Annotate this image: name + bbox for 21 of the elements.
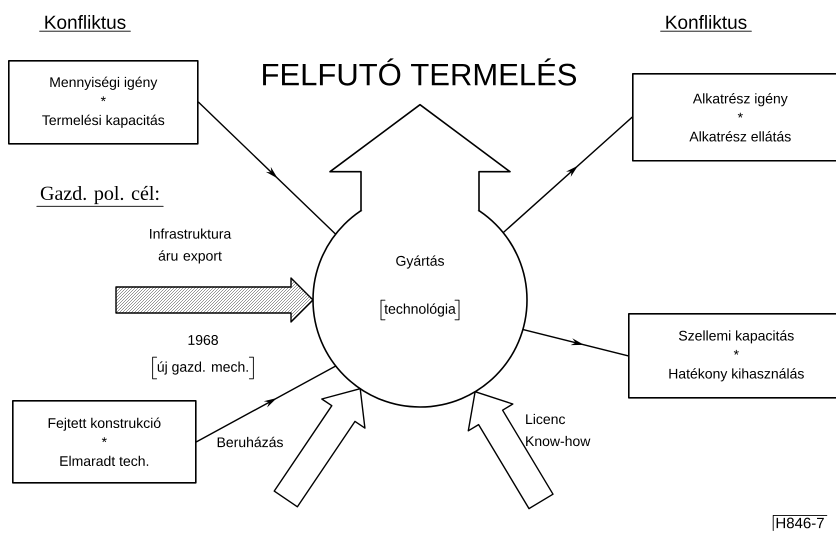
heading: Konfliktus xyxy=(39,15,131,32)
figure-code: H846-7 xyxy=(772,515,828,531)
block-arrow xyxy=(274,388,366,508)
edge-label: Licenc Know-how xyxy=(526,414,590,446)
heading: Gazd. pol. cél: xyxy=(36,186,164,207)
text-box: Alkatrész igény * Alkatrész ellátás xyxy=(632,73,836,162)
text-box: Mennyiségi igény * Termelési kapacitás xyxy=(8,60,199,145)
title: FELFUTÓ TERMELÉS xyxy=(263,58,576,86)
text-box: Fejtett konstrukció * Elmaradt tech. xyxy=(12,400,197,484)
arrow xyxy=(503,116,633,233)
arrow xyxy=(198,102,336,234)
edge-label: Beruházás xyxy=(218,436,283,448)
label: 1968 xyxy=(188,335,218,345)
text-box: Szellemi kapacitás * Hatékony kihasználás xyxy=(628,313,836,399)
block-arrow xyxy=(468,391,554,510)
arrow xyxy=(196,366,336,442)
heading: Konfliktus xyxy=(660,15,752,32)
edge-label: Infrastruktura áru export xyxy=(150,228,232,264)
bracketed-text: új gazd. mech. xyxy=(152,356,254,380)
block-arrow xyxy=(115,277,314,323)
arrow xyxy=(522,329,629,356)
